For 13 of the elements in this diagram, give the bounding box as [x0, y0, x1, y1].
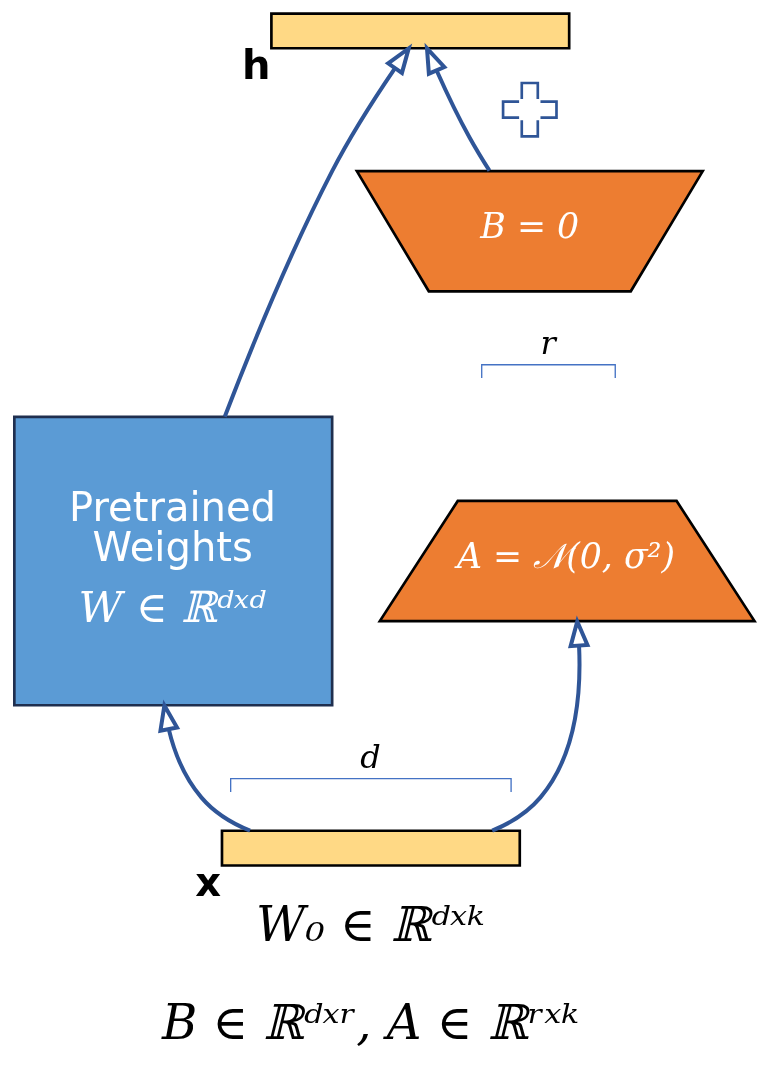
node-bar — [220, 829, 522, 867]
label: r — [540, 324, 556, 363]
node-box: Pretrained Weights W ∈ ℝᵈˣᵈ — [13, 415, 334, 707]
node-bar — [270, 12, 571, 50]
label: d — [360, 738, 381, 777]
node-label: h — [242, 41, 271, 88]
arrow — [158, 699, 251, 833]
node-label: x — [195, 859, 222, 906]
arrow — [424, 42, 492, 172]
arrow — [491, 615, 591, 833]
label: B ∈ ℝᵈˣʳ, A ∈ ℝʳˣᵏ — [161, 993, 579, 1050]
arrow — [222, 43, 413, 418]
label: W₀ ∈ ℝᵈˣᵏ — [256, 896, 485, 953]
